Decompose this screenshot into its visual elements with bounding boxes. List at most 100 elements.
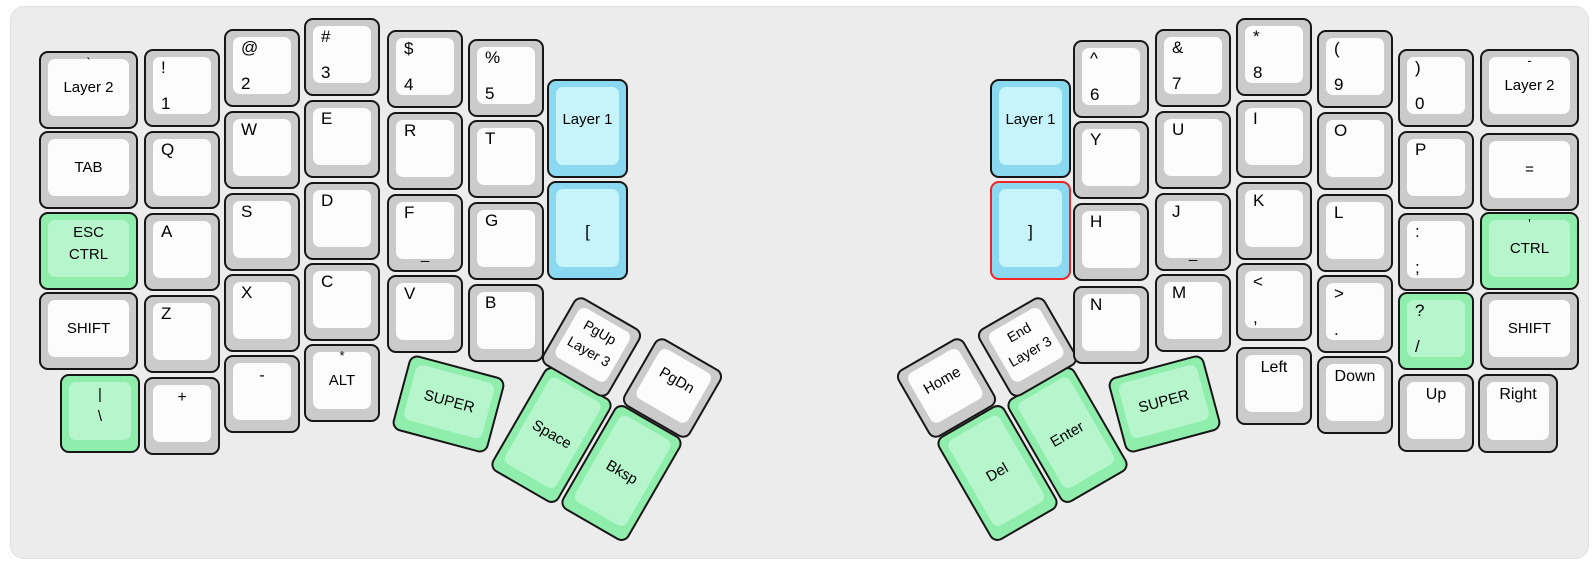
key-r[interactable]: R [387, 112, 463, 190]
key-f[interactable]: F_ [387, 194, 463, 272]
key-plus[interactable]: + [144, 377, 220, 455]
key-legend: T [485, 129, 496, 148]
key-w[interactable]: W [224, 111, 300, 189]
keycap-face [396, 202, 454, 259]
key-a[interactable]: A [144, 213, 220, 291]
key-4[interactable]: $4 [387, 30, 463, 108]
key-pipe-backslash[interactable]: |\ [60, 374, 140, 453]
key-shift-left[interactable]: SHIFT [39, 292, 138, 370]
key-period[interactable]: >. [1317, 275, 1393, 353]
key-7[interactable]: &7 [1155, 29, 1231, 107]
key-equals[interactable]: = [1480, 133, 1579, 211]
key-legend: , [1253, 308, 1258, 327]
key-legend: C [321, 272, 334, 291]
key-legend: 5 [485, 84, 495, 103]
key-legend: Layer 2 [63, 79, 114, 96]
key-8[interactable]: *8 [1236, 18, 1312, 96]
key-legend: S [241, 202, 253, 221]
key-k[interactable]: K [1236, 182, 1312, 260]
key-right-arrow[interactable]: Right [1478, 374, 1558, 453]
key-minus[interactable]: - [224, 355, 300, 433]
keycap-face [153, 385, 211, 442]
keycap-face [1245, 108, 1303, 165]
key-z[interactable]: Z [144, 295, 220, 373]
key-layer1-right[interactable]: Layer 1 [990, 79, 1071, 178]
key-s[interactable]: S [224, 193, 300, 271]
keycap-face [233, 282, 291, 339]
key-n[interactable]: N [1073, 286, 1149, 364]
keycap-face [313, 26, 371, 83]
keycap-face [1245, 355, 1303, 412]
key-o[interactable]: O [1317, 112, 1393, 190]
key-comma[interactable]: <, [1236, 263, 1312, 341]
key-t[interactable]: T [468, 120, 544, 198]
key-b[interactable]: B [468, 284, 544, 362]
key-legend: A [161, 222, 173, 241]
key-legend: G [485, 211, 499, 230]
key-legend: _ [1188, 245, 1198, 262]
key-m[interactable]: M [1155, 274, 1231, 352]
key-v[interactable]: V [387, 275, 463, 353]
key-legend: L [1334, 203, 1344, 222]
key-i[interactable]: I [1236, 100, 1312, 178]
keycap-face [1326, 283, 1384, 340]
key-shift-right[interactable]: SHIFT [1480, 292, 1579, 370]
key-alt[interactable]: *ALT [304, 344, 380, 422]
key-left-arrow[interactable]: Left [1236, 347, 1312, 425]
key-grave-layer2[interactable]: `Layer 2 [39, 51, 138, 129]
key-9[interactable]: (9 [1317, 30, 1393, 108]
key-legend: 3 [321, 63, 331, 82]
key-y[interactable]: Y [1073, 121, 1149, 199]
key-0[interactable]: )0 [1398, 49, 1474, 127]
keycap-face [313, 271, 371, 328]
key-l[interactable]: L [1317, 194, 1393, 272]
key-legend: Q [161, 140, 175, 159]
keycap-face [1082, 48, 1140, 105]
key-legend: : [1415, 222, 1420, 241]
key-legend: ! [161, 58, 166, 77]
key-legend: - [1527, 53, 1532, 68]
key-legend: / [1415, 337, 1420, 356]
key-c[interactable]: C [304, 263, 380, 341]
keycap-face [477, 47, 535, 104]
key-legend: P [1415, 140, 1427, 159]
key-6[interactable]: ^6 [1073, 40, 1149, 118]
key-super-right[interactable]: SUPER [1106, 353, 1223, 455]
keycap-face [48, 139, 129, 196]
key-minus-layer2[interactable]: -Layer 2 [1480, 49, 1579, 127]
key-legend: M [1172, 283, 1187, 302]
key-quote-ctrl[interactable]: 'CTRL [1480, 212, 1579, 290]
key-p[interactable]: P [1398, 131, 1474, 209]
key-3[interactable]: #3 [304, 18, 380, 96]
key-tab[interactable]: TAB [39, 131, 138, 209]
key-down-arrow[interactable]: Down [1317, 356, 1393, 434]
key-u[interactable]: U [1155, 111, 1231, 189]
keycap-face [48, 300, 129, 357]
keycap-face [69, 382, 131, 440]
key-layer1-left[interactable]: Layer 1 [547, 79, 628, 178]
key-legend: & [1172, 38, 1184, 57]
key-5[interactable]: %5 [468, 39, 544, 117]
key-e[interactable]: E [304, 100, 380, 178]
key-legend: Y [1090, 130, 1102, 149]
keycap-face [477, 210, 535, 267]
key-h[interactable]: H [1073, 203, 1149, 281]
keycap-face [396, 38, 454, 95]
key-lbracket[interactable]: [ [547, 181, 628, 280]
key-slash[interactable]: ?/ [1398, 292, 1474, 370]
key-up-arrow[interactable]: Up [1398, 374, 1474, 452]
key-rbracket[interactable]: ] [990, 181, 1071, 280]
key-j[interactable]: J_ [1155, 193, 1231, 271]
key-x[interactable]: X [224, 274, 300, 352]
key-legend: Z [161, 304, 172, 323]
key-super-left[interactable]: SUPER [390, 353, 507, 455]
key-semicolon[interactable]: :; [1398, 213, 1474, 291]
key-d[interactable]: D [304, 182, 380, 260]
key-q[interactable]: Q [144, 131, 220, 209]
key-legend: - [259, 367, 265, 384]
key-g[interactable]: G [468, 202, 544, 280]
key-legend: ALT [328, 372, 356, 389]
key-2[interactable]: @2 [224, 29, 300, 107]
key-1[interactable]: !1 [144, 49, 220, 127]
